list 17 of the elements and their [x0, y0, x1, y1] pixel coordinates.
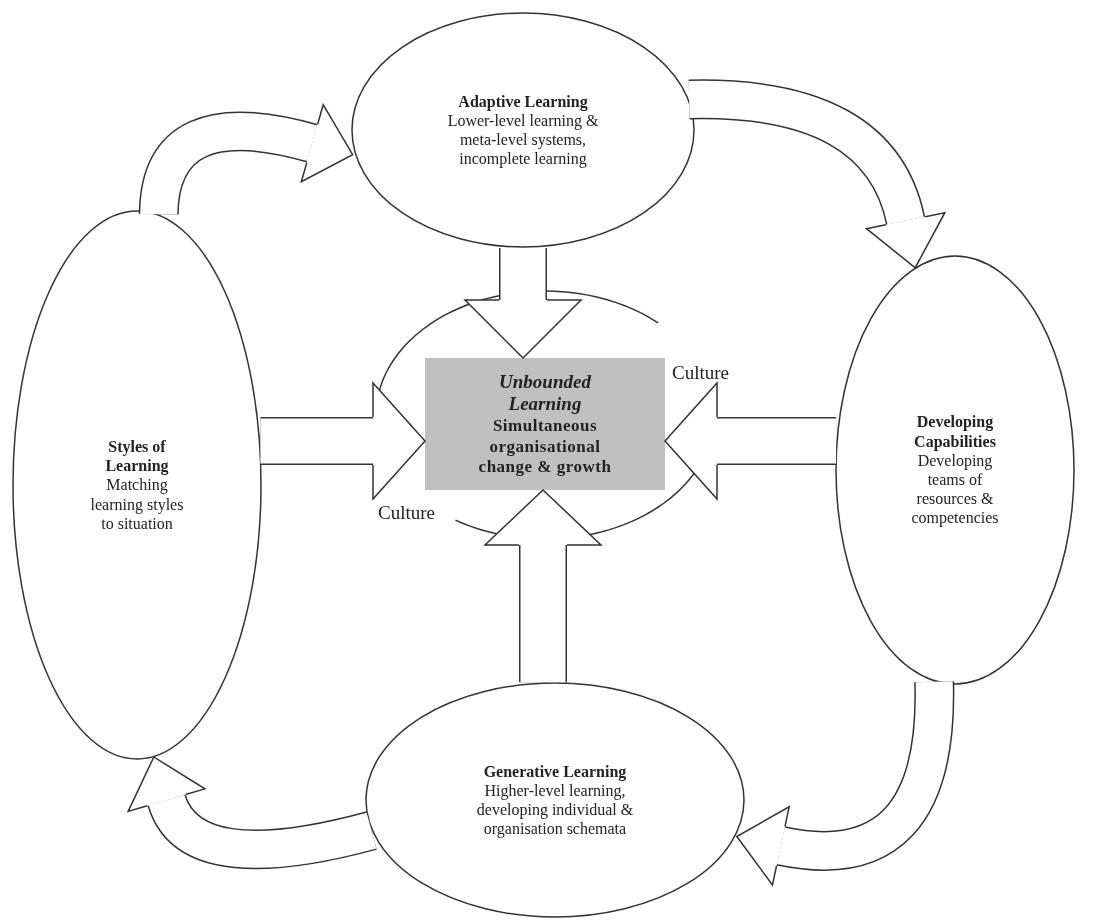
process-box [425, 358, 665, 490]
node-description: Matching learning styles to situation [89, 475, 185, 533]
node-description: Lower-level learning & meta-level systems, incomplete learning [446, 111, 600, 169]
node-description: Developing teams of resources & competencies [910, 451, 1000, 528]
node-title: Unbounded Learning [498, 370, 592, 417]
oval-shape [835, 255, 1075, 685]
culture-label: Culture [378, 502, 435, 524]
node-title: Styles of Learning [104, 437, 170, 476]
node-description: Higher-level learning, developing individual & organisation schemata [475, 781, 635, 839]
node-description: Simultaneous organisational change & growth [477, 416, 613, 478]
node-title: Developing Capabilities [913, 412, 997, 451]
oval-shape [12, 210, 262, 760]
culture-label: Culture [672, 362, 729, 384]
oval-shape [365, 682, 745, 918]
node-title: Generative Learning [483, 761, 627, 781]
node-title: Adaptive Learning [458, 91, 588, 111]
oval-shape [351, 12, 695, 248]
